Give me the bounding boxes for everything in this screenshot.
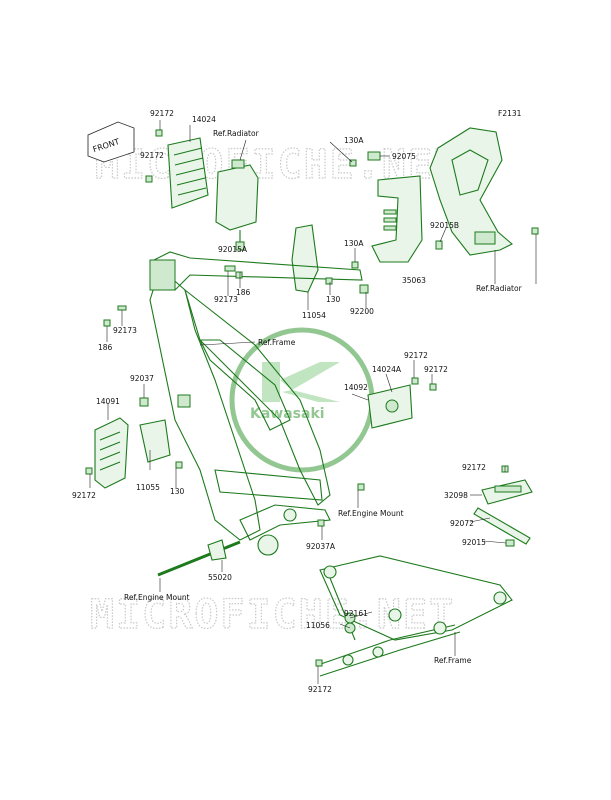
part-label: 92172	[72, 491, 96, 500]
kawasaki-logo: Kawasaki	[229, 327, 375, 473]
part-label: 92015A	[218, 245, 248, 254]
part-label: 92015	[462, 538, 486, 547]
cover-32098	[481, 479, 533, 505]
part-label: 130A	[344, 239, 364, 248]
part-label: 92172	[150, 109, 174, 118]
ref-label: Ref.Frame	[258, 338, 296, 347]
part-label: 92037A	[306, 542, 336, 551]
engine-mount-bolt	[157, 539, 241, 577]
ref-label: Ref.Engine Mount	[338, 509, 404, 518]
part-label: 92172	[140, 151, 164, 160]
part-label: 92172	[424, 365, 448, 374]
part-label: 130A	[344, 136, 364, 145]
part-label: 92037	[130, 374, 154, 383]
part-label: 92161	[344, 609, 368, 618]
leader-lines	[89, 120, 537, 684]
part-label: 14024	[192, 115, 216, 124]
part-label: 130	[326, 295, 341, 304]
strap-92072	[473, 507, 531, 545]
part-label: 92015B	[430, 221, 459, 230]
part-label: 92200	[350, 307, 374, 316]
bracket-11054	[291, 224, 319, 293]
subframe	[317, 555, 513, 677]
frame-guard-left	[94, 417, 129, 489]
part-label: 186	[98, 343, 113, 352]
part-label: 35063	[402, 276, 426, 285]
bracket-11055	[139, 419, 171, 463]
figure-code: F2131	[498, 109, 522, 118]
part-label: 92072	[450, 519, 474, 528]
reservoir-tank	[215, 159, 259, 251]
part-label: 14092	[344, 383, 368, 392]
part-label: 14024A	[372, 365, 402, 374]
part-label: 14091	[96, 397, 120, 406]
radiator-guard-left	[167, 137, 209, 209]
part-label: 11056	[306, 621, 330, 630]
ref-label: Ref.Radiator	[476, 284, 523, 293]
front-marker: FRONT	[87, 121, 135, 163]
part-label: 32098	[444, 491, 468, 500]
part-label: 92172	[404, 351, 428, 360]
part-label: 11054	[302, 311, 326, 320]
radiator-shroud-right	[429, 127, 513, 256]
part-label: 11055	[136, 483, 160, 492]
part-label: 92075	[392, 152, 416, 161]
ref-label: Ref.Frame	[434, 656, 472, 665]
part-label: 92173	[214, 295, 238, 304]
part-label: 130	[170, 487, 185, 496]
main-frame	[149, 251, 363, 556]
part-label: 55020	[208, 573, 232, 582]
radiator-bracket	[371, 175, 423, 263]
part-label: 92173	[113, 326, 137, 335]
frame-guard-right	[367, 384, 413, 429]
ref-label: Ref.Engine Mount	[124, 593, 190, 602]
part-label: 186	[236, 288, 251, 297]
part-label: 92172	[308, 685, 332, 694]
part-label: 92172	[462, 463, 486, 472]
ref-label: Ref.Radiator	[213, 129, 260, 138]
